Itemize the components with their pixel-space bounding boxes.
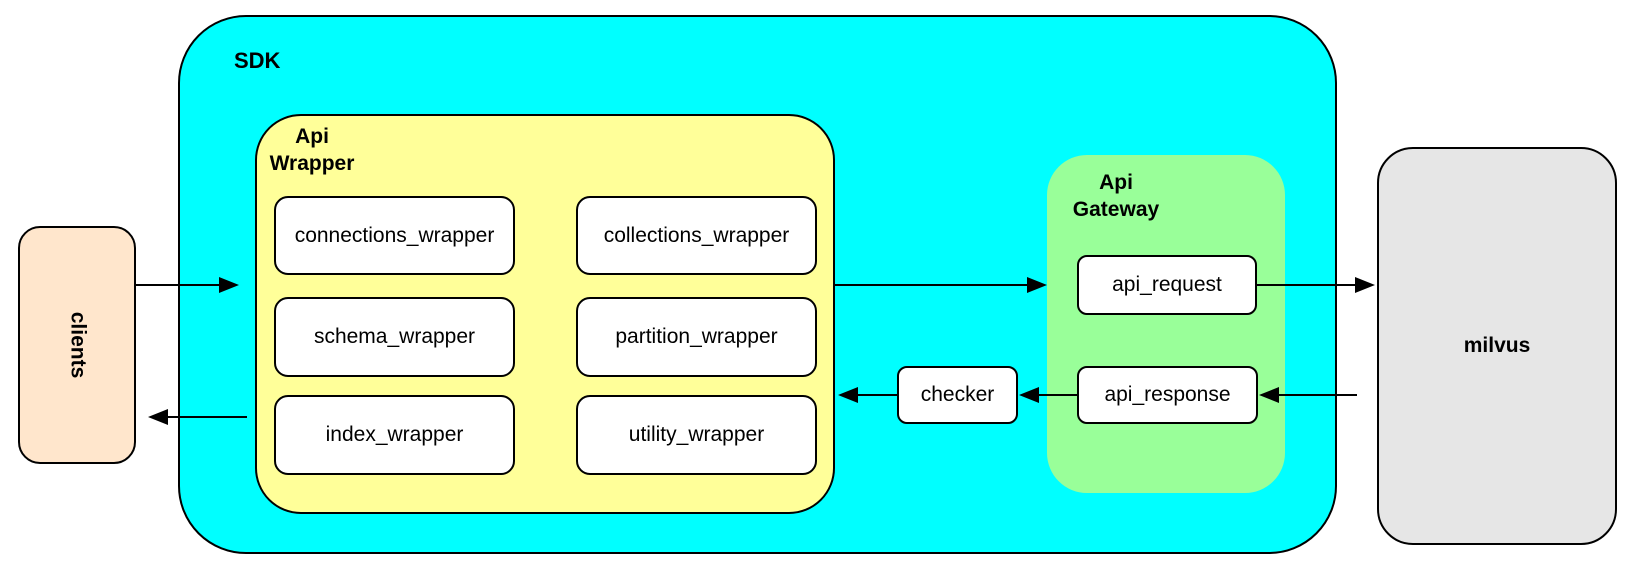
node-collections-wrapper: collections_wrapper	[576, 196, 817, 275]
arrowhead-left-icon	[148, 409, 168, 425]
arrowhead-left-icon	[1259, 387, 1279, 403]
arrow-line	[1257, 284, 1356, 286]
node-api-request: api_request	[1077, 255, 1257, 315]
arrowhead-right-icon	[1027, 277, 1047, 293]
node-label: schema_wrapper	[313, 325, 476, 348]
node-milvus: milvus	[1377, 147, 1617, 545]
api-gateway-label: Api Gateway	[1072, 171, 1160, 221]
arrow-line	[1039, 394, 1079, 396]
arrow-line	[835, 284, 1028, 286]
node-label: utility_wrapper	[628, 423, 765, 446]
arrow-line	[168, 416, 247, 418]
arrowhead-right-icon	[219, 277, 239, 293]
arrow-line	[1279, 394, 1357, 396]
api-wrapper-label: Api Wrapper	[269, 125, 355, 175]
node-utility-wrapper: utility_wrapper	[576, 395, 817, 475]
node-label: api_response	[1104, 383, 1231, 406]
arrowhead-right-icon	[1355, 277, 1375, 293]
node-label: checker	[920, 383, 995, 406]
node-clients: clients	[18, 226, 136, 464]
node-label: clients	[66, 311, 89, 379]
node-label: api_request	[1112, 273, 1222, 296]
node-schema-wrapper: schema_wrapper	[274, 297, 515, 377]
node-label: partition_wrapper	[615, 325, 778, 348]
arrowhead-left-icon	[838, 387, 858, 403]
node-api-response: api_response	[1077, 366, 1258, 424]
node-label: milvus	[1463, 334, 1531, 357]
api-gateway-container: Api Gateway	[1047, 155, 1285, 493]
node-label: collections_wrapper	[603, 223, 790, 247]
arrowhead-left-icon	[1019, 387, 1039, 403]
node-label: index_wrapper	[325, 423, 464, 446]
node-label: connections_wrapper	[294, 223, 495, 247]
node-partition-wrapper: partition_wrapper	[576, 297, 817, 377]
node-connections-wrapper: connections_wrapper	[274, 196, 515, 275]
node-index-wrapper: index_wrapper	[274, 395, 515, 475]
arrow-line	[858, 394, 897, 396]
node-checker: checker	[897, 366, 1018, 424]
arrow-line	[136, 284, 220, 286]
sdk-label: SDK	[234, 48, 281, 73]
